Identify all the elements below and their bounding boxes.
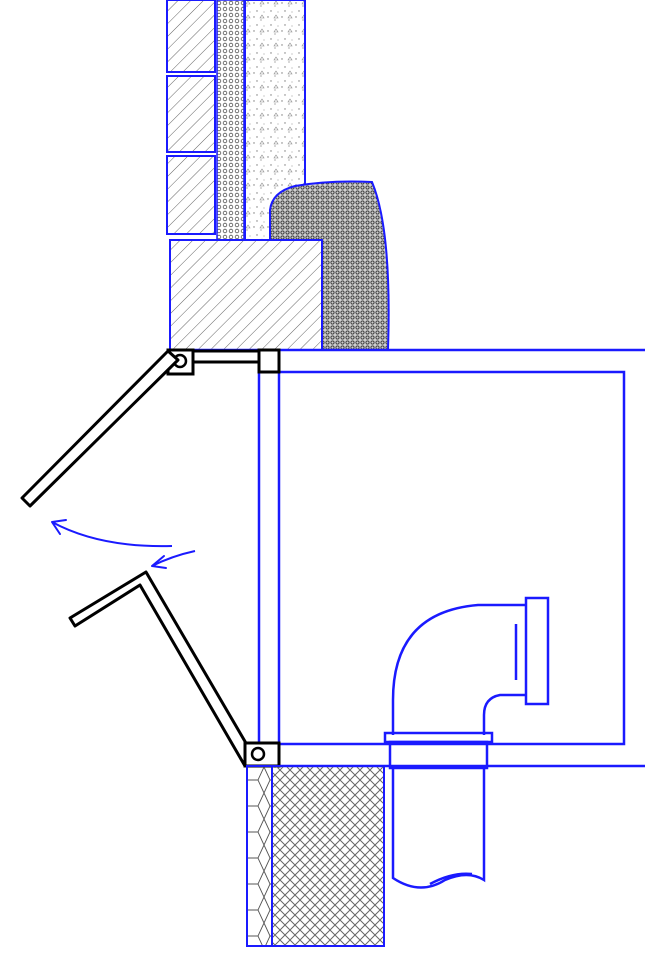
- airflow-arrows: [51, 519, 196, 569]
- pipe-sleeve: [388, 740, 489, 770]
- pipe-drop: [391, 768, 486, 889]
- top-hinge-assembly: [20, 348, 281, 508]
- aggregate-mass: [269, 180, 390, 351]
- brick-column: [166, 0, 216, 235]
- pipe-collar: [383, 731, 494, 744]
- foundation-hex-layer: [246, 765, 273, 947]
- insulation-strip: [216, 0, 245, 241]
- room-outline: [279, 370, 626, 746]
- airflow-arrow-upper: [51, 521, 173, 548]
- lintel-block: [169, 239, 323, 351]
- bottom-hinge-assembly: [68, 570, 281, 768]
- pipe-elbow: [383, 596, 550, 889]
- bottom-hinge-pivot-icon: [250, 746, 266, 762]
- window-jamb: [257, 370, 281, 746]
- bottom-flap-arm: [68, 570, 252, 768]
- foundation-crosshatch: [271, 765, 385, 947]
- top-flap-arm: [20, 349, 180, 508]
- airflow-arrow-lower: [151, 550, 196, 567]
- pipe-flange: [524, 596, 550, 706]
